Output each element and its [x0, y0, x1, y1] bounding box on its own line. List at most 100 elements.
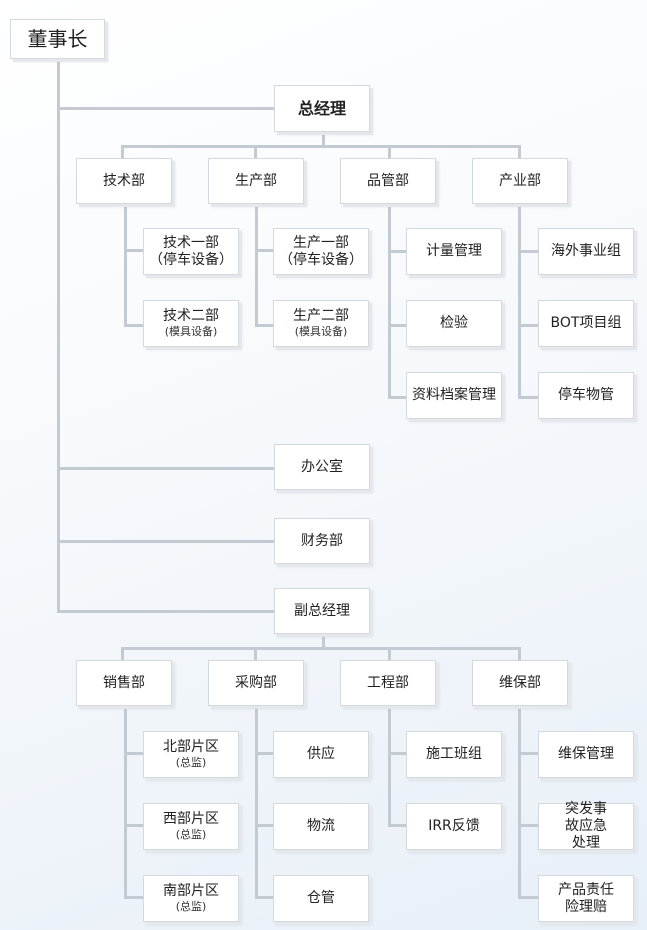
maint-tick-3 — [518, 896, 539, 899]
unit-sales-3: 南部片区 (总监) — [143, 875, 239, 922]
maint-spine — [518, 705, 521, 899]
office-box: 办公室 — [274, 444, 370, 490]
dept-drop-1 — [121, 145, 124, 158]
maint-tick-2 — [518, 824, 539, 827]
branch-line-finance — [57, 540, 274, 543]
unit-label: 技术一部 — [163, 234, 219, 251]
ind-spine — [518, 203, 521, 399]
dept-tech: 技术部 — [76, 158, 172, 204]
dgm-bar — [121, 647, 521, 650]
unit-tech-2: 技术二部 (模具设备) — [143, 300, 239, 347]
prod-tick-1 — [255, 249, 274, 252]
unit-label: 供应 — [307, 746, 335, 762]
eng-tick-2 — [388, 824, 407, 827]
deputy-gm-label: 副总经理 — [294, 602, 350, 619]
qc-spine — [388, 203, 391, 399]
unit-label: 海外事业组 — [551, 243, 621, 259]
dept-engineering: 工程部 — [340, 660, 436, 706]
prod-tick-2 — [255, 324, 274, 327]
qc-tick-2 — [388, 324, 407, 327]
gm-label: 总经理 — [297, 99, 346, 118]
sales-tick-2 — [124, 824, 144, 827]
unit-sub-label: （停车设备） — [149, 251, 233, 268]
dept-label: 工程部 — [367, 674, 409, 691]
gm-down-line — [322, 132, 325, 147]
purch-tick-1 — [255, 752, 274, 755]
unit-label: 物流 — [307, 818, 335, 834]
dept-drop-2 — [254, 145, 257, 158]
unit-eng-1: 施工班组 — [406, 731, 502, 778]
unit-sub-label: (模具设备) — [294, 325, 348, 338]
unit-prod-1: 生产一部 （停车设备） — [273, 228, 369, 275]
dept-drop-3 — [388, 145, 391, 158]
unit-purch-3: 仓管 — [273, 875, 369, 922]
unit-eng-2: IRR反馈 — [406, 803, 502, 850]
unit-label: 施工班组 — [426, 746, 482, 762]
dept-label: 生产部 — [235, 172, 277, 189]
purch-tick-2 — [255, 824, 274, 827]
sales-tick-1 — [124, 752, 144, 755]
dept-label: 销售部 — [103, 674, 145, 691]
gm-box: 总经理 — [274, 85, 370, 132]
unit-qc-1: 计量管理 — [406, 228, 502, 275]
unit-sales-1: 北部片区 (总监) — [143, 731, 239, 778]
unit-purch-2: 物流 — [273, 803, 369, 850]
dept-label: 维保部 — [499, 674, 541, 691]
dept-label: 品管部 — [367, 172, 409, 189]
dept-industry: 产业部 — [472, 158, 568, 204]
dept-sales: 销售部 — [76, 660, 172, 706]
unit-label: IRR反馈 — [428, 818, 480, 834]
dept-purchasing: 采购部 — [208, 660, 304, 706]
dgm-drop-4 — [518, 647, 521, 660]
dept-label: 产业部 — [499, 172, 541, 189]
dept-production: 生产部 — [208, 158, 304, 204]
unit-label: 生产一部 — [293, 234, 349, 251]
unit-label: 维保管理 — [558, 746, 614, 762]
unit-label: 资料档案管理 — [412, 387, 496, 403]
qc-tick-1 — [388, 250, 407, 253]
unit-sales-2: 西部片区 (总监) — [143, 803, 239, 850]
unit-sub-label: (总监) — [175, 756, 207, 769]
qc-tick-3 — [388, 396, 407, 399]
unit-label: 技术二部 — [163, 308, 219, 324]
office-label: 办公室 — [301, 458, 343, 475]
gm-bar — [121, 145, 521, 148]
dgm-drop-3 — [388, 647, 391, 660]
dept-maintenance: 维保部 — [472, 660, 568, 706]
unit-label: 产品责任险理赔 — [558, 881, 614, 915]
sales-tick-3 — [124, 896, 144, 899]
unit-ind-2: BOT项目组 — [538, 300, 634, 347]
dgm-down-line — [322, 634, 325, 649]
unit-tech-1: 技术一部 （停车设备） — [143, 228, 239, 275]
dept-drop-4 — [518, 145, 521, 158]
unit-sub-label: (模具设备) — [164, 325, 218, 338]
branch-line-deputy — [57, 610, 274, 613]
trunk-line — [57, 58, 60, 613]
unit-maint-1: 维保管理 — [538, 731, 634, 778]
maint-tick-1 — [518, 752, 539, 755]
unit-label: 检验 — [440, 315, 468, 331]
unit-label: BOT项目组 — [550, 315, 622, 331]
unit-qc-2: 检验 — [406, 300, 502, 347]
unit-sub-label: （停车设备） — [279, 251, 363, 268]
finance-box: 财务部 — [274, 518, 370, 564]
sales-spine — [124, 705, 127, 899]
eng-tick-1 — [388, 752, 407, 755]
chairman-box: 董事长 — [10, 19, 105, 59]
tech-spine — [124, 203, 127, 327]
ind-tick-3 — [518, 396, 539, 399]
purch-tick-3 — [255, 896, 274, 899]
dgm-drop-1 — [121, 647, 124, 660]
unit-purch-1: 供应 — [273, 731, 369, 778]
dept-label: 采购部 — [235, 674, 277, 691]
unit-ind-3: 停车物管 — [538, 372, 634, 419]
unit-maint-2: 突发事故应急处理 — [538, 801, 634, 851]
purch-spine — [255, 705, 258, 899]
unit-maint-3: 产品责任险理赔 — [538, 875, 634, 922]
dept-label: 技术部 — [103, 172, 145, 189]
unit-label: 停车物管 — [558, 387, 614, 403]
unit-ind-1: 海外事业组 — [538, 228, 634, 275]
unit-label: 北部片区 — [163, 739, 219, 755]
tech-tick-1 — [124, 249, 144, 252]
tech-tick-2 — [124, 324, 144, 327]
